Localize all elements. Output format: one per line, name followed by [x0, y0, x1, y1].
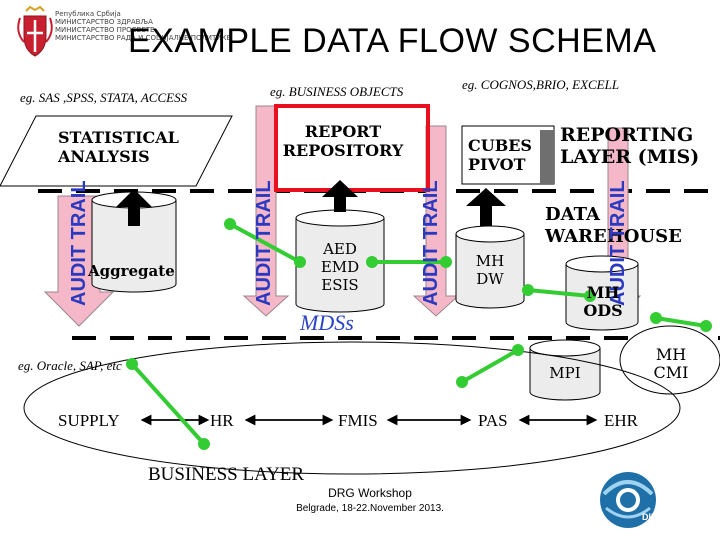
ministry-line: МИНИСТАРСТВО ЗДРАВЉА [55, 18, 153, 26]
hr-label: HR [210, 411, 234, 430]
mh-cmi-ellipse [619, 325, 720, 395]
audit-trail-label-3: AUDIT TRAIL [420, 180, 442, 306]
mh-ods-cylinder [565, 255, 639, 331]
up-arrow-aggregate [116, 189, 152, 226]
green-connectors [126, 218, 712, 450]
cubes-pivot-shadow [540, 130, 554, 184]
supply-label: SUPPLY [58, 411, 120, 430]
audit-trail-label-1: AUDIT TRAIL [68, 180, 90, 306]
report-repository-label: REPORT REPOSITORY [282, 122, 404, 160]
cubes-pivot-label: CUBES PIVOT [468, 136, 532, 174]
ministry-line: Република Србија [55, 10, 121, 18]
business-layer-label: BUSINESS LAYER [148, 464, 305, 485]
statistical-analysis-label: STATISTICAL ANALYSIS [58, 128, 179, 166]
audit-trail-label-2: AUDIT TRAIL [253, 180, 275, 306]
mdss-label: MDSs [300, 310, 354, 335]
ehr-label: EHR [604, 411, 638, 430]
page-title: EXAMPLE DATA FLOW SCHEMA [128, 22, 657, 60]
mh-dw-label: MH DW [475, 252, 505, 288]
up-arrow-aed [322, 180, 358, 212]
aggregate-label: Aggregate [88, 262, 175, 280]
serbian-crest-icon [17, 5, 53, 57]
report-tools-note: eg. BUSINESS OBJECTS [270, 84, 404, 99]
dils-logo [600, 472, 656, 528]
business-layer-ellipse [23, 341, 681, 475]
ministry-line: МИНИСТАРСТВО РАДА И СОЦИЈАЛНЕ ПОЛИТИКЕ [55, 34, 231, 42]
fmis-label: FMIS [338, 411, 378, 430]
mh-dw-cylinder [455, 225, 525, 309]
mh-ods-label: MH ODS [583, 283, 623, 320]
pas-label: PAS [478, 411, 508, 430]
mpi-label: MPI [549, 364, 581, 382]
data-warehouse-label: DATA WAREHOUSE [545, 204, 682, 247]
reporting-tools-note: eg. COGNOS,BRIO, EXCELL [462, 77, 620, 92]
mh-cmi-label: MH CMI [653, 345, 689, 382]
up-arrow-mh-dw [466, 188, 506, 226]
business-systems-note: eg. Oracle, SAP, etc [18, 358, 122, 373]
statistical-analysis-box [0, 115, 233, 187]
audit-trail-arrow-3 [412, 125, 460, 317]
dils-logo-text: DILS [642, 512, 663, 522]
footer-workshop: DRG Workshop [328, 486, 412, 500]
ministry-line: МИНИСТАРСТВО ПРОСВЕТЕ [55, 26, 155, 34]
aggregate-cylinder [91, 191, 177, 293]
cubes-pivot-box [461, 125, 555, 185]
reporting-layer-label: REPORTING LAYER (MIS) [560, 124, 700, 168]
footer-location: Belgrade, 18-22.November 2013. [296, 503, 444, 514]
report-repository-box [274, 104, 430, 192]
aed-emd-esis-label: AED EMD ESIS [320, 240, 360, 294]
ministry-block: Република Србија МИНИСТАРСТВО ЗДРАВЉА МИ… [55, 10, 231, 42]
analysis-tools-note: eg. SAS ,SPSS, STATA, ACCESS [20, 90, 188, 105]
aed-emd-esis-cylinder [295, 209, 385, 313]
